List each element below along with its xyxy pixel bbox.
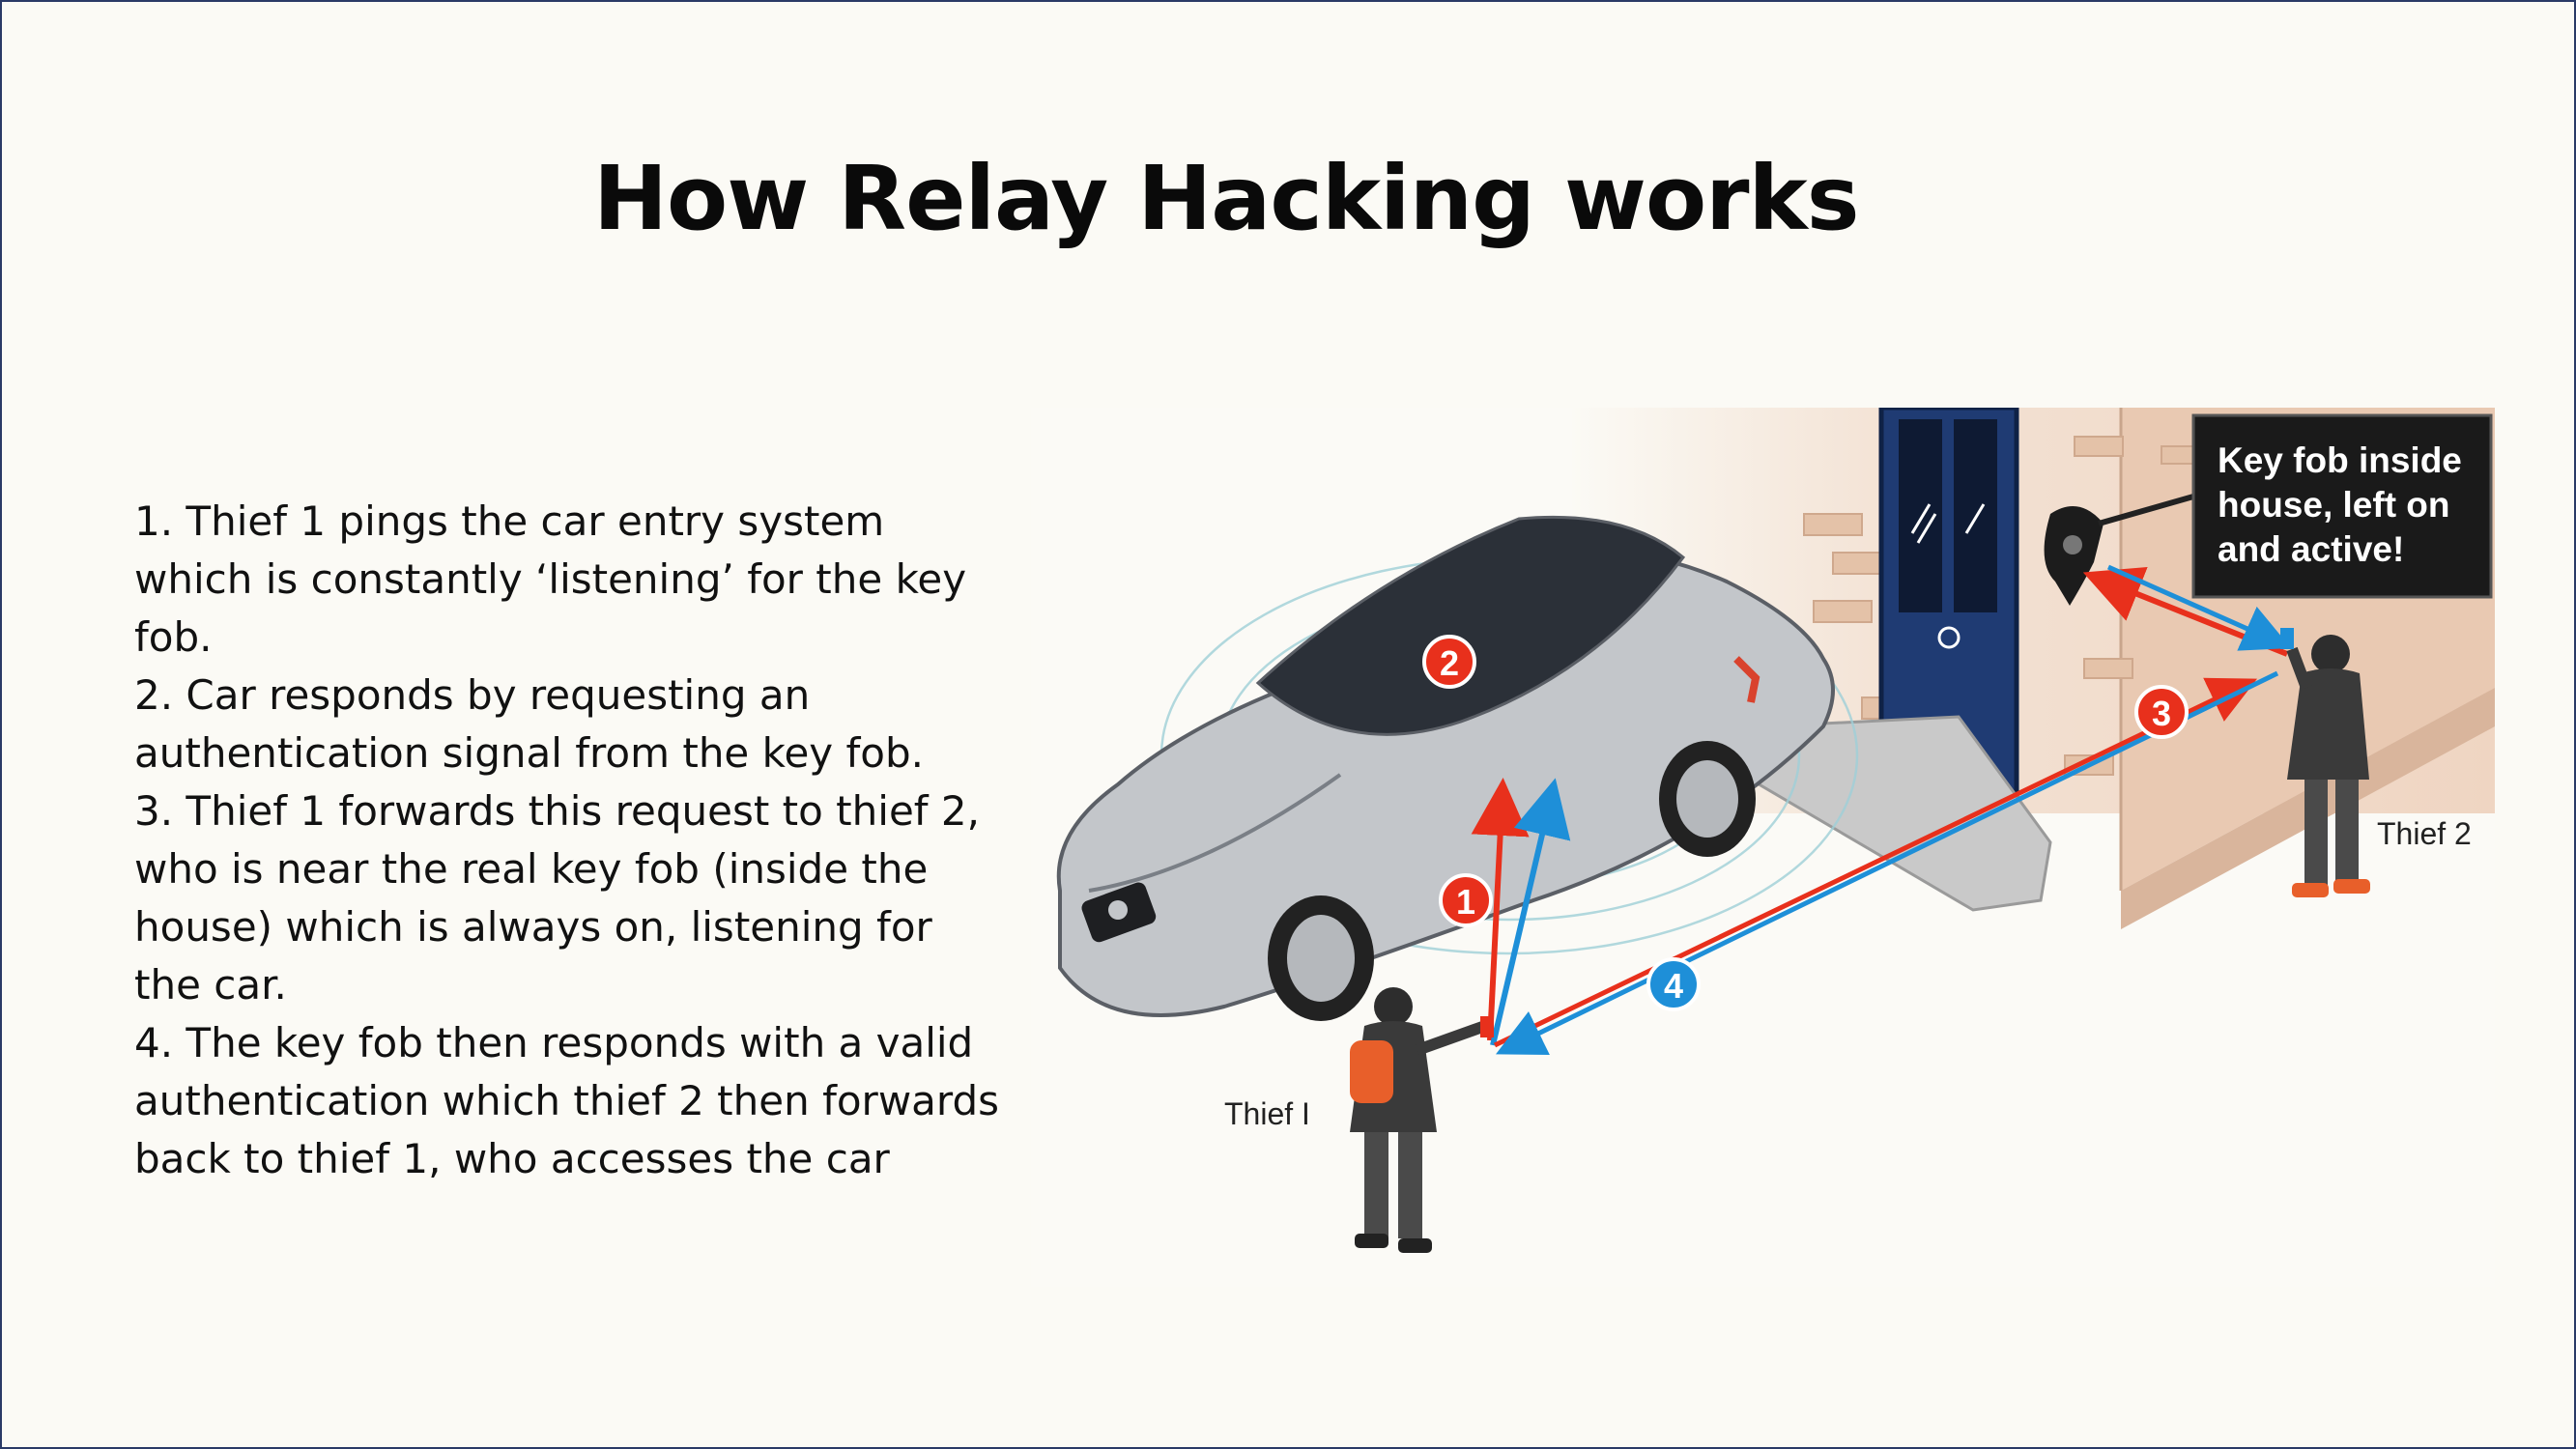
step-marker-3: 3	[2134, 685, 2189, 739]
svg-text:4: 4	[1664, 966, 1683, 1006]
key-fob-callout: Key fob inside house, left on and active…	[2191, 413, 2493, 599]
step-marker-1: 1	[1439, 873, 1493, 927]
thief-2-figure	[2280, 628, 2370, 897]
step-item: 4. The key fob then responds with a vali…	[134, 1019, 999, 1182]
front-door	[1878, 408, 2019, 797]
step-markers: 1 2 3 4	[1422, 635, 2189, 1011]
step-marker-2: 2	[1422, 635, 1476, 689]
signal-arrows	[1471, 564, 2292, 1055]
step-item: 3. Thief 1 forwards this request to thie…	[134, 787, 980, 1009]
callout-line: and active!	[2218, 529, 2404, 569]
car	[1056, 515, 1835, 1021]
step-item: 1. Thief 1 pings the car entry system wh…	[134, 497, 967, 661]
step-item: 2. Car responds by requesting an authent…	[134, 671, 924, 777]
svg-text:3: 3	[2152, 694, 2171, 733]
relay-attack-illustration: Key fob inside house, left on and active…	[1031, 408, 2495, 1287]
thief-1-figure	[1350, 987, 1494, 1253]
steps-list: 1. Thief 1 pings the car entry system wh…	[134, 493, 1004, 1188]
thief-2-label: Thief 2	[2377, 816, 2472, 851]
key-fob-icon	[2044, 492, 2201, 606]
svg-text:1: 1	[1456, 882, 1475, 922]
thief-1-label: Thief I	[1224, 1096, 1310, 1131]
callout-line: Key fob inside	[2218, 440, 2462, 480]
svg-text:2: 2	[1440, 643, 1459, 683]
slide-title: How Relay Hacking works	[593, 147, 1859, 250]
step-marker-4: 4	[1646, 957, 1701, 1011]
callout-line: house, left on	[2218, 485, 2450, 525]
